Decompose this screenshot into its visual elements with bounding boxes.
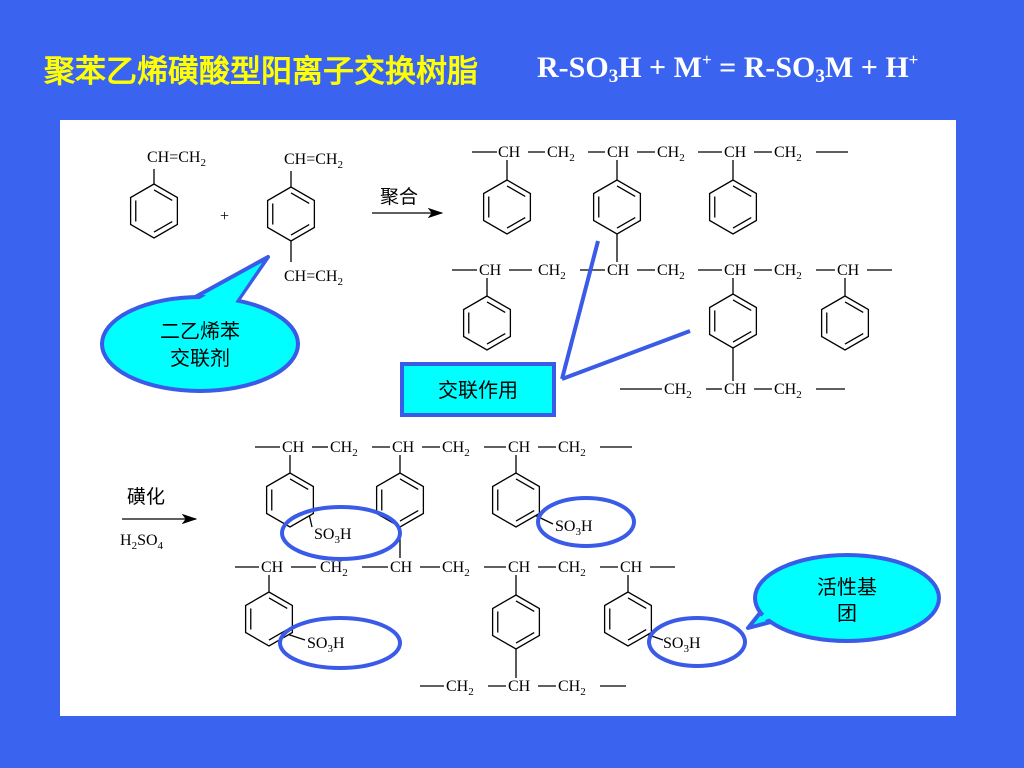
callout-active-group: 活性基 团 xyxy=(746,553,941,643)
sulfonated-ring-2-crosslink xyxy=(375,472,425,528)
ch2-label: CH2 xyxy=(558,439,586,459)
exchange-equation: R-SO3H + M+ = R-SO3M + H+ xyxy=(537,50,919,87)
so3h-label: SO3H xyxy=(307,635,345,655)
ch2-label: CH2 xyxy=(774,381,802,401)
ch-label: CH xyxy=(508,678,531,695)
ch-label: CH xyxy=(508,559,531,576)
ch2-label: CH2 xyxy=(538,262,566,282)
ch-label: CH xyxy=(261,559,284,576)
callout-crosslinker: 二乙烯苯 交联剂 xyxy=(100,255,300,393)
svg-text:二乙烯苯: 二乙烯苯 xyxy=(160,319,240,343)
so3h-label: SO3H xyxy=(663,635,701,655)
so3h-label: SO3H xyxy=(555,518,593,538)
crosslink-pointer-right xyxy=(561,329,691,381)
dvb-vinyl-label-bottom: CH=CH2 xyxy=(284,268,343,288)
sulfonated-ring-3 xyxy=(491,472,541,528)
ch-label: CH xyxy=(620,559,643,576)
ch-label: CH xyxy=(282,439,305,456)
svg-text:交联剂: 交联剂 xyxy=(170,346,230,370)
crosslink-pointer-left xyxy=(560,240,600,380)
sulfonated-ring-6 xyxy=(603,591,653,647)
so3h-label: SO3H xyxy=(314,526,352,546)
bond-line xyxy=(308,515,313,528)
ch2-label: CH2 xyxy=(774,262,802,282)
ch2-label: CH2 xyxy=(657,262,685,282)
dvb-ring xyxy=(266,186,316,242)
poly-ring-3 xyxy=(708,179,758,235)
callout-crosslink: 交联作用 xyxy=(400,362,556,417)
polymerize-label: 聚合 xyxy=(380,186,418,208)
slide-title: 聚苯乙烯磺酸型阳离子交换树脂 xyxy=(44,54,478,90)
ch-label: CH xyxy=(724,381,747,398)
ch-label: CH xyxy=(724,144,747,161)
ch2-label: CH2 xyxy=(442,559,470,579)
poly-ring-5-crosslink xyxy=(708,293,758,349)
so3h-highlight-4 xyxy=(647,616,747,668)
poly-ring-2-crosslink xyxy=(592,179,642,235)
ch2-label: CH2 xyxy=(558,559,586,579)
sulfonated-ring-5-crosslink xyxy=(491,594,541,650)
poly-ring-6 xyxy=(820,295,870,351)
svg-text:交联作用: 交联作用 xyxy=(438,378,518,402)
reagent-label: H2SO4 xyxy=(120,532,164,552)
ch-label: CH xyxy=(724,262,747,279)
ch-label: CH xyxy=(837,262,860,279)
plus-sign: + xyxy=(220,208,229,225)
svg-text:团: 团 xyxy=(837,601,857,625)
so3h-highlight-1 xyxy=(280,505,402,561)
bond-line xyxy=(288,633,306,641)
poly-ring-1 xyxy=(482,179,532,235)
ch-label: CH xyxy=(498,144,521,161)
ch-label: CH xyxy=(508,439,531,456)
ch2-label: CH2 xyxy=(442,439,470,459)
poly-ring-4 xyxy=(462,295,512,351)
so3h-highlight-3 xyxy=(278,616,402,670)
so3h-highlight-2 xyxy=(536,496,636,548)
styrene-vinyl-label: CH=CH2 xyxy=(147,149,206,169)
ch-label: CH xyxy=(479,262,502,279)
ch2-label: CH2 xyxy=(446,678,474,698)
sulfonation-label: 磺化 xyxy=(127,486,165,508)
ch2-label: CH2 xyxy=(664,381,692,401)
ch-label: CH xyxy=(607,262,630,279)
ch2-label: CH2 xyxy=(657,144,685,164)
ch2-label: CH2 xyxy=(320,559,348,579)
dvb-vinyl-label-top: CH=CH2 xyxy=(284,151,343,171)
styrene-ring xyxy=(129,183,179,239)
ch2-label: CH2 xyxy=(330,439,358,459)
ch2-label: CH2 xyxy=(547,144,575,164)
ch-label: CH xyxy=(392,439,415,456)
ch2-label: CH2 xyxy=(774,144,802,164)
ch2-label: CH2 xyxy=(558,678,586,698)
svg-text:活性基: 活性基 xyxy=(817,575,877,599)
ch-label: CH xyxy=(607,144,630,161)
sulfonated-ring-4 xyxy=(244,591,294,647)
ch-label: CH xyxy=(390,559,413,576)
